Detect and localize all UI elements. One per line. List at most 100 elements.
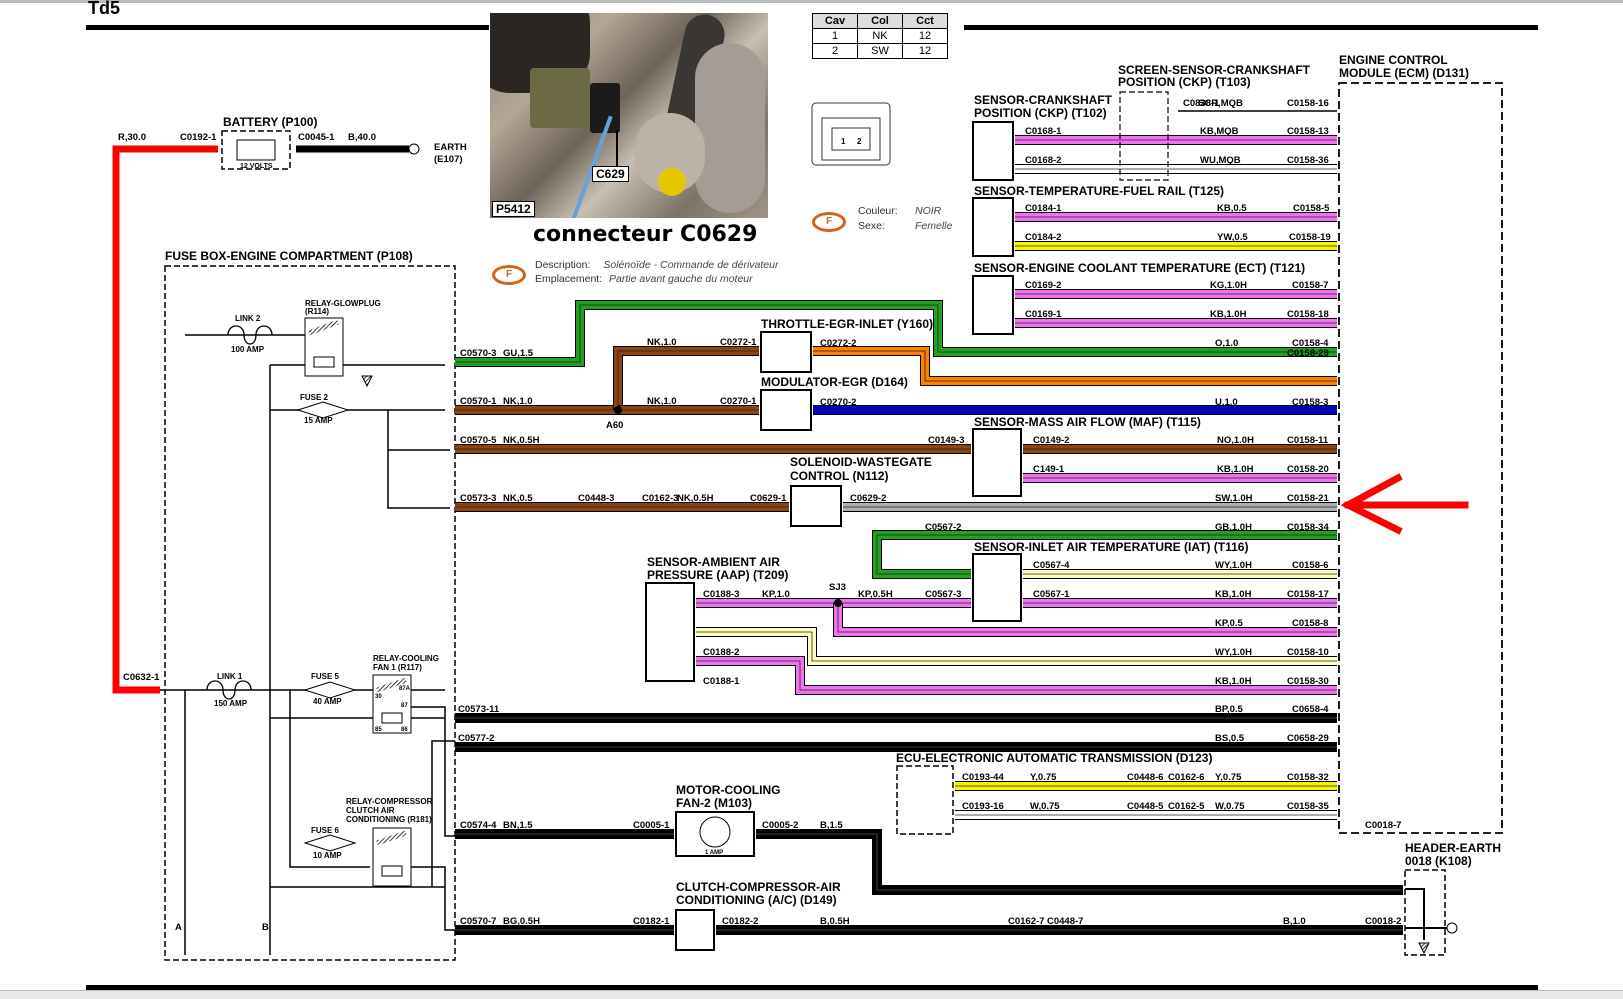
splice-sj3-label: SJ3: [829, 582, 846, 593]
wire-to-connector: C0448-6: [1127, 772, 1163, 783]
earth-id: (E107): [434, 154, 463, 165]
color-value: NOIR: [915, 205, 942, 217]
wire-code: W,0.75: [1030, 801, 1060, 812]
table-row: 2 SW 12: [812, 43, 948, 59]
wire-code: KP,0.5H: [858, 589, 893, 600]
wire-to-connector: C0182-1: [633, 916, 670, 927]
wire-from-connector: C0629-2: [850, 493, 886, 504]
wire-from-connector: C0570-5: [460, 435, 497, 446]
wire-code: BS,0.5: [1215, 733, 1245, 744]
connector-title: connecteur C0629: [533, 222, 758, 247]
wire-core: [756, 833, 1403, 891]
pin-label: 87: [401, 703, 408, 709]
pin-2-label: 2: [857, 137, 862, 146]
sensor-ckp: SENSOR-CRANKSHAFT POSITION (CKP) (T102): [972, 93, 1113, 181]
header-earth: HEADER-EARTH 0018 (K108): [1404, 841, 1501, 956]
sensor-ect: SENSOR-ENGINE COOLANT TEMPERATURE (ECT) …: [972, 261, 1305, 335]
wire-from-connector: C0193-16: [962, 801, 1004, 812]
language-badge-icon: F: [492, 265, 526, 285]
splice-a60-icon: [614, 406, 622, 414]
wire-code: NK,1.0: [647, 337, 677, 348]
component-title: THROTTLE-EGR-INLET (Y160): [761, 317, 933, 331]
wire-from-connector: C0184-1: [1025, 203, 1062, 214]
wire-to-connector: C0158-30: [1287, 676, 1329, 687]
wire-to-connector: C0158-35: [1287, 801, 1329, 812]
wire-tcu-w1[interactable]: C0193-16 W,0.75 C0448-5: [955, 801, 1164, 820]
wire-from-connector: C0182-2: [722, 916, 758, 927]
wire-core: [876, 534, 1337, 575]
wire-code: YW,0.5: [1217, 232, 1248, 243]
wire-battery-positive[interactable]: [112, 145, 218, 694]
connector-photo: C629 P5412: [490, 13, 768, 218]
ground-icon: [1418, 942, 1430, 955]
component-title: PRESSURE (AAP) (T209): [647, 568, 788, 582]
wire-code: R,30.0: [118, 132, 146, 143]
wire-code: KB,1.0H: [1210, 309, 1247, 320]
wire-core: [813, 350, 1337, 382]
wire-code: KP,0.5: [1215, 618, 1244, 629]
wire-fill: [756, 830, 1403, 894]
language-badge-icon: F: [812, 212, 846, 232]
wire-code: GU,1.5: [503, 348, 534, 359]
sensor-iat: SENSOR-INLET AIR TEMPERATURE (IAT) (T116…: [972, 540, 1248, 622]
wire-code: SCR,MQB: [1198, 98, 1243, 109]
earth-icon: [408, 143, 420, 155]
component-title: SENSOR-AMBIENT AIR: [647, 555, 780, 569]
wire-from-connector: C0448-7: [1047, 916, 1083, 927]
wire-code: BN,1.5: [503, 820, 533, 831]
motor-cooling-fan-2: MOTOR-COOLING FAN-2 (M103) 1 AMP: [675, 783, 780, 857]
wire-core: [617, 350, 759, 410]
wire-from-connector: C0573-11: [458, 704, 500, 715]
wire-to-connector: C0448-5: [1127, 801, 1164, 812]
wire-to-connector: C0158-10: [1287, 647, 1329, 658]
fuse-icon: [303, 681, 357, 699]
wire-from-connector: C0162-6: [1168, 772, 1204, 783]
description-label: Description:: [535, 259, 591, 271]
wire-code: WU,MQB: [1200, 155, 1241, 166]
wire-to-connector: C0270-1: [720, 396, 757, 407]
engine-control-module: ENGINE CONTROL MODULE (ECM) (D131): [1338, 53, 1503, 834]
solenoid-wastegate: SOLENOID-WASTEGATE CONTROL (N112): [790, 455, 932, 527]
component-title: SOLENOID-WASTEGATE: [790, 455, 932, 469]
wire-from-connector: C0193-44: [962, 772, 1004, 783]
page-title: Td5: [88, 0, 120, 18]
